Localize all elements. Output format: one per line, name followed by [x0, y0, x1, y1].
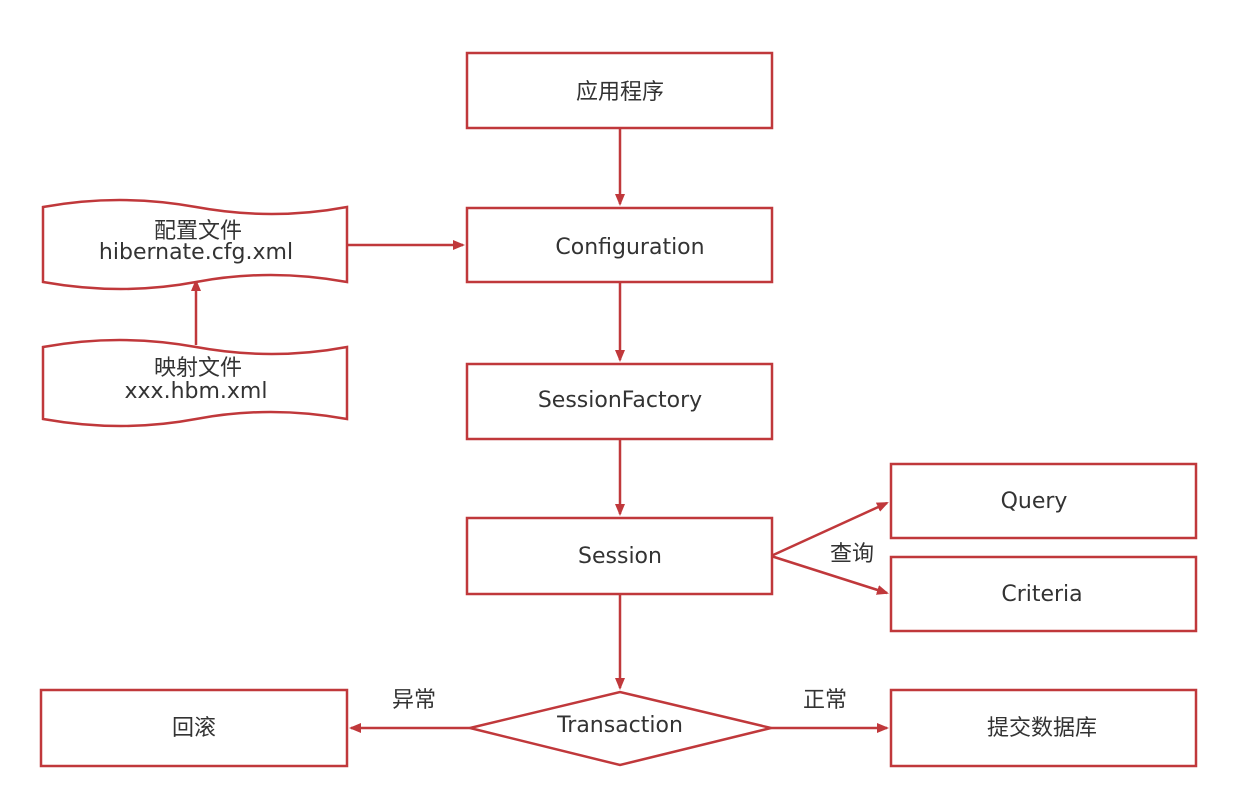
node-mapping-file-title: 映射文件 — [154, 356, 242, 381]
node-config-file-title: 配置文件 — [154, 219, 242, 244]
edge-label-query: 查询 — [830, 542, 874, 567]
node-rollback: 回滚 — [39, 688, 349, 768]
node-mapping-file: 映射文件 xxx.hbm.xml — [41, 338, 349, 428]
edge-label-normal: 正常 — [803, 688, 847, 713]
node-commit: 提交数据库 — [889, 688, 1198, 768]
node-rollback-label: 回滚 — [172, 716, 216, 741]
node-commit-label: 提交数据库 — [987, 716, 1097, 741]
node-configuration-label: Configuration — [555, 235, 704, 260]
arrow-session-to-criteria — [770, 554, 889, 595]
node-criteria: Criteria — [889, 555, 1198, 633]
node-transaction-label: Transaction — [556, 713, 683, 738]
node-session-label: Session — [578, 544, 662, 569]
node-query-label: Query — [1001, 489, 1068, 514]
node-config-file-name: hibernate.cfg.xml — [99, 240, 293, 265]
node-transaction: Transaction — [469, 690, 772, 767]
node-query: Query — [889, 462, 1198, 540]
node-criteria-label: Criteria — [1001, 582, 1082, 607]
edge-label-exception: 异常 — [392, 688, 436, 713]
node-sessionfactory-label: SessionFactory — [538, 388, 702, 413]
arrow-session-to-query — [770, 501, 889, 558]
node-application: 应用程序 — [465, 51, 774, 130]
node-application-label: 应用程序 — [576, 80, 664, 105]
node-sessionfactory: SessionFactory — [465, 362, 774, 441]
node-session: Session — [465, 516, 774, 596]
node-config-file: 配置文件 hibernate.cfg.xml — [41, 198, 349, 291]
node-configuration: Configuration — [465, 206, 774, 284]
node-mapping-file-name: xxx.hbm.xml — [125, 379, 268, 404]
